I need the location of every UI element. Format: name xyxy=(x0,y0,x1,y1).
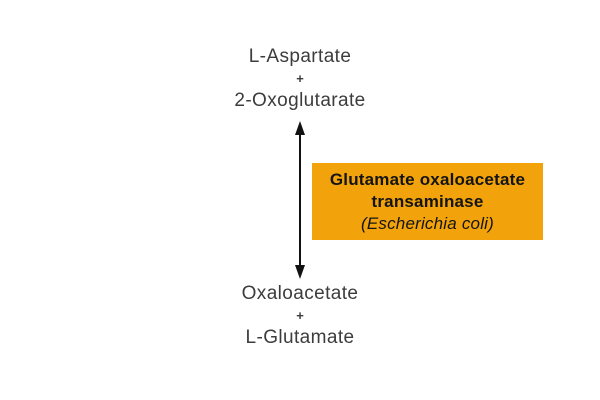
reversible-reaction-arrow-icon xyxy=(295,121,305,279)
plus-sign-bottom: + xyxy=(296,308,304,323)
enzyme-name-line1: Glutamate oxaloacetate xyxy=(329,169,526,189)
substrate-label-2: 2-Oxoglutarate xyxy=(234,90,366,111)
plus-sign-top: + xyxy=(296,71,304,86)
substrates-group: L-Aspartate + 2-Oxoglutarate xyxy=(150,45,450,113)
arrowhead-down-icon xyxy=(295,265,305,279)
enzyme-box: Glutamate oxaloacetate transaminase (Esc… xyxy=(312,163,543,240)
enzyme-name-line2: transaminase xyxy=(371,191,484,211)
arrowhead-up-icon xyxy=(295,121,305,135)
enzyme-organism: (Escherichia coli) xyxy=(360,213,495,233)
product-label-2: L-Glutamate xyxy=(245,327,355,348)
product-label-1: Oxaloacetate xyxy=(241,283,359,304)
products-group: Oxaloacetate + L-Glutamate xyxy=(150,282,450,350)
substrate-label-1: L-Aspartate xyxy=(248,46,352,67)
